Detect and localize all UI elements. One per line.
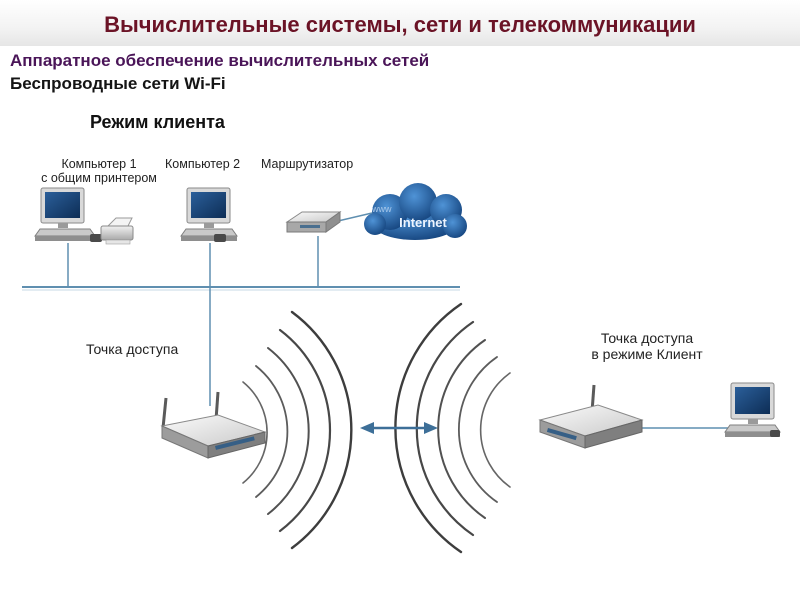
computer-2-icon bbox=[180, 187, 238, 242]
network-bus bbox=[22, 212, 728, 429]
router-label: Маршрутизатор bbox=[261, 157, 354, 171]
svg-text:www: www bbox=[371, 204, 392, 214]
subtitle-wifi: Беспроводные сети Wi-Fi bbox=[10, 74, 226, 93]
title-band bbox=[0, 0, 800, 46]
client-access-point-label: Точка доступа в режиме Клиент bbox=[572, 330, 722, 362]
access-point-label: Точка доступа bbox=[86, 341, 179, 357]
wifi-waves-left bbox=[242, 310, 353, 550]
computer-1-label-line-2: с общим принтером bbox=[41, 171, 157, 185]
client-access-point-label-line-1: Точка доступа bbox=[600, 330, 694, 346]
client-computer-icon bbox=[724, 382, 781, 437]
subtitle-hardware: Аппаратное обеспечение вычислительных се… bbox=[10, 51, 430, 70]
internet-label: Internet bbox=[399, 215, 447, 230]
computer-1-label-line-1: Компьютер 1 bbox=[61, 157, 137, 171]
page-title: Вычислительные системы, сети и телекомму… bbox=[104, 12, 696, 37]
computer-1-icon bbox=[34, 187, 102, 242]
access-point-icon bbox=[160, 391, 267, 459]
computer-1-label: Компьютер 1 с общим принтером bbox=[36, 157, 162, 185]
section-heading: Режим клиента bbox=[90, 112, 225, 132]
client-access-point-label-line-2: в режиме Клиент bbox=[591, 346, 703, 362]
computer-2-label: Компьютер 2 bbox=[165, 157, 241, 171]
printer-icon bbox=[100, 217, 134, 245]
router-icon bbox=[285, 211, 342, 233]
wireless-link-arrow bbox=[360, 422, 438, 434]
client-access-point-icon bbox=[538, 384, 644, 449]
internet-cloud-icon: www Internet bbox=[364, 183, 467, 240]
